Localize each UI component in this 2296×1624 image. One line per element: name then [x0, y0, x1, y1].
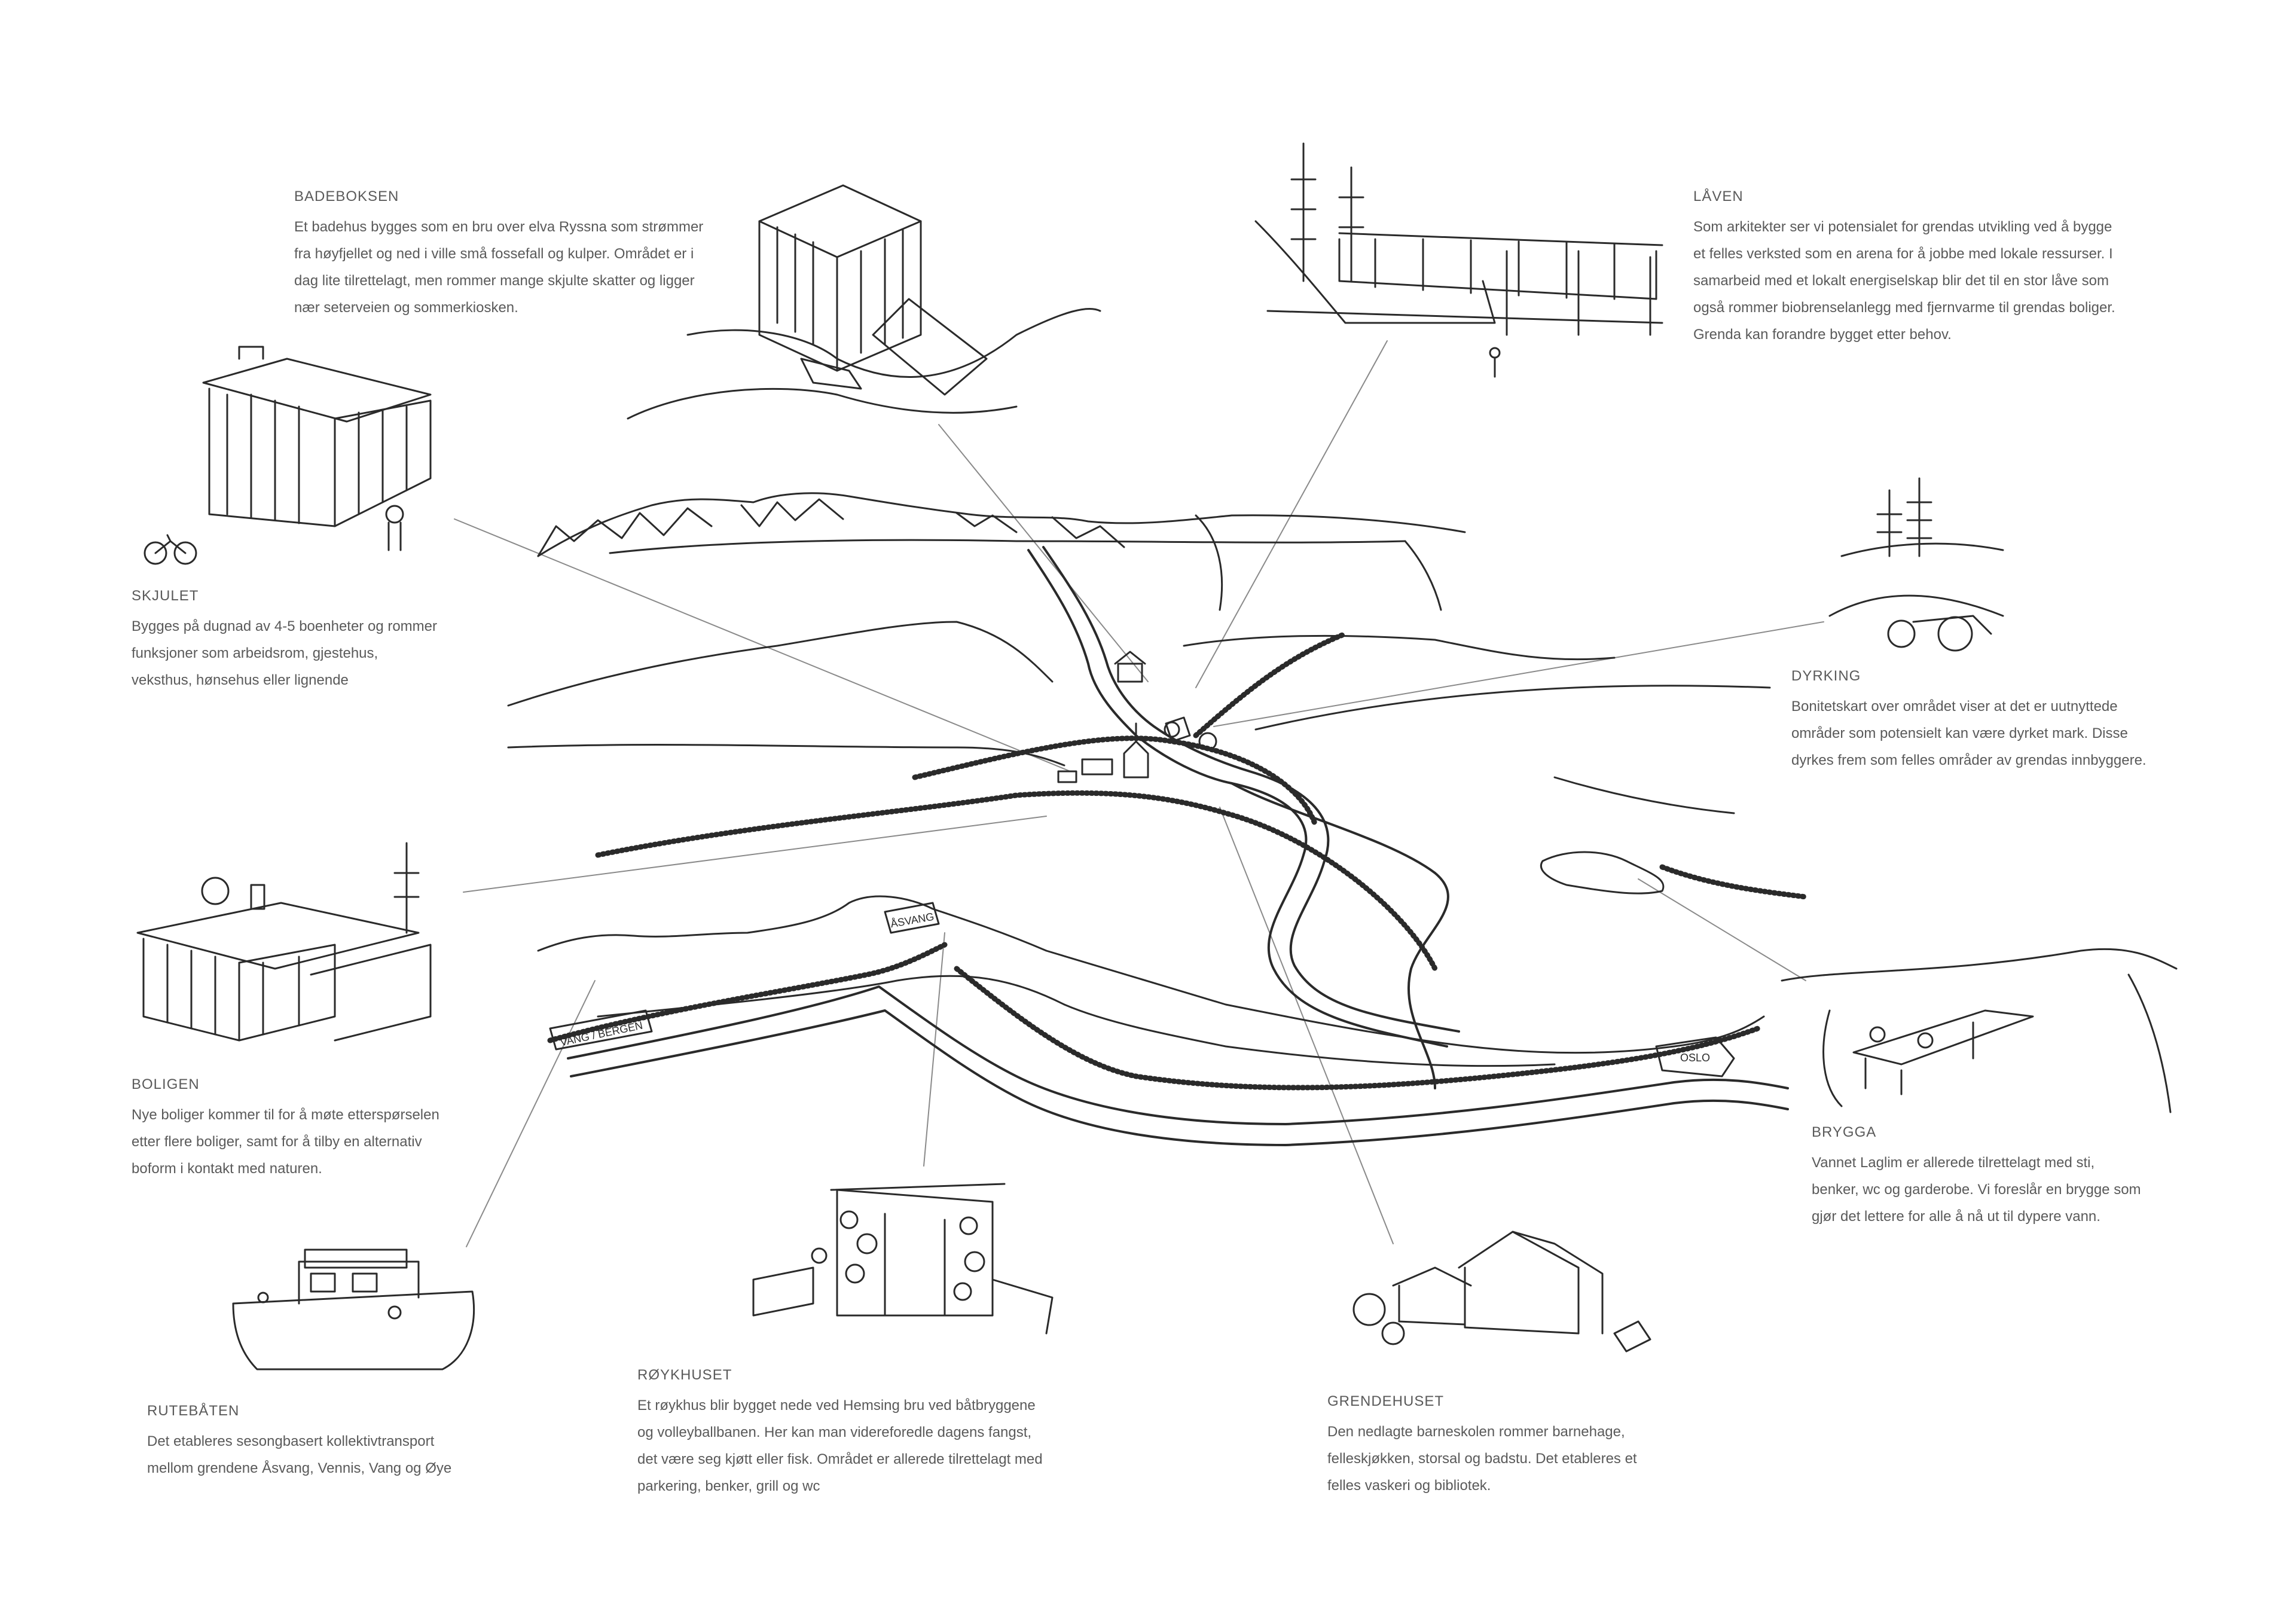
skjulet-illustration	[144, 346, 432, 565]
grendehuset-text: Den nedlagte barneskolen rommer barnehag…	[1327, 1424, 1637, 1494]
rutebaten-title: RUTEBÅTEN	[147, 1403, 240, 1419]
rutebaten-block: RUTEBÅTEN Det etableres sesongbasert kol…	[147, 1403, 518, 1482]
badeboksen-title: BADEBOKSEN	[294, 188, 399, 204]
brygga-block: BRYGGA Vannet Laglim er allerede tilrett…	[1812, 1124, 2170, 1230]
boligen-block: BOLIGEN Nye boliger kommer til for å møt…	[132, 1076, 478, 1182]
boligen-illustration	[136, 842, 432, 1042]
brygga-illustration	[1781, 948, 2178, 1113]
rutebaten-illustration	[232, 1248, 475, 1370]
lake-shoreline	[537, 851, 1765, 1067]
laven-text: Som arkitekter ser vi potensialet for gr…	[1693, 219, 2115, 343]
highway	[567, 985, 1789, 1146]
dyrking-block: DYRKING Bonitetskart over området viser …	[1791, 668, 2174, 774]
roykhuset-block: RØYKHUSET Et røykhus blir bygget nede ve…	[637, 1367, 1092, 1500]
dyrking-text: Bonitetskart over området viser at det e…	[1791, 698, 2147, 768]
skjulet-title: SKJULET	[132, 588, 199, 604]
roykhuset-illustration	[752, 1183, 1054, 1335]
asvang-label: ÅSVANG	[890, 911, 935, 930]
village-cluster	[1057, 651, 1217, 783]
badeboksen-block: BADEBOKSEN Et badehus bygges som en bru …	[294, 188, 749, 321]
rutebaten-text: Det etableres sesongbasert kollektivtran…	[147, 1433, 452, 1476]
badeboksen-illustration	[627, 184, 1101, 420]
dyrking-illustration	[1828, 477, 2004, 652]
skjulet-block: SKJULET Bygges på dugnad av 4-5 boenhete…	[132, 588, 472, 694]
oslo-label: OSLO	[1680, 1052, 1710, 1064]
leader-lines	[454, 340, 1824, 1247]
skjulet-text: Bygges på dugnad av 4-5 boenheter og rom…	[132, 618, 437, 688]
mountain-range	[537, 492, 1466, 611]
vang-bergen-sign	[549, 1009, 653, 1051]
roads	[547, 631, 1809, 1091]
roykhuset-title: RØYKHUSET	[637, 1367, 732, 1383]
grendehuset-block: GRENDEHUSET Den nedlagte barneskolen rom…	[1327, 1393, 1692, 1499]
oslo-sign	[1655, 1036, 1735, 1077]
laven-title: LÅVEN	[1693, 188, 1744, 204]
dyrking-title: DYRKING	[1791, 668, 1861, 684]
laven-illustration	[1254, 142, 1663, 378]
grendehuset-illustration	[1352, 1231, 1651, 1353]
boligen-text: Nye boliger kommer til for å møte etters…	[132, 1107, 439, 1177]
roykhuset-text: Et røykhus blir bygget nede ved Hemsing …	[637, 1397, 1043, 1494]
laven-block: LÅVEN Som arkitekter ser vi potensialet …	[1693, 188, 2172, 348]
badeboksen-text: Et badehus bygges som en bru over elva R…	[294, 219, 704, 316]
brygga-title: BRYGGA	[1812, 1124, 1877, 1140]
grendehuset-title: GRENDEHUSET	[1327, 1393, 1445, 1409]
terrain-contours	[507, 621, 1771, 814]
brygga-text: Vannet Laglim er allerede tilrettelagt m…	[1812, 1155, 2141, 1225]
asvang-sign	[884, 902, 940, 934]
boligen-title: BOLIGEN	[132, 1076, 200, 1092]
